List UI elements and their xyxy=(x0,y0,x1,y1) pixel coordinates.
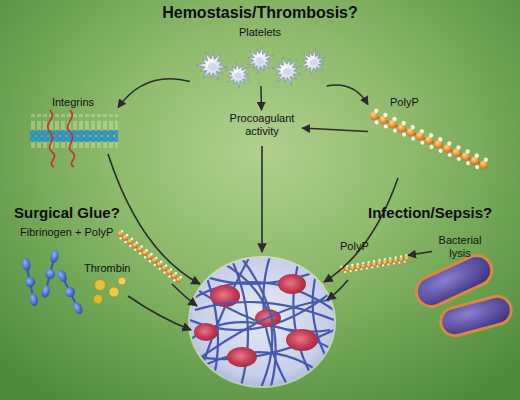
flow-arrow xyxy=(260,86,262,110)
fibrin-clot xyxy=(188,256,336,390)
flow-arrow xyxy=(327,85,368,105)
fibrinogen-molecules xyxy=(20,249,85,316)
node-text: Procoagulant activity xyxy=(222,112,302,138)
polyp-label: PolyP xyxy=(336,238,408,284)
node-text: Bacterial lysis xyxy=(432,234,488,260)
node-text: Platelets xyxy=(190,26,330,39)
bacteria xyxy=(411,251,514,339)
section-heading: Hemostasis/Thrombosis? xyxy=(0,4,520,22)
activity-label: Procoagulant activity xyxy=(222,110,302,142)
mixture-label: Fibrinogen + PolyP xyxy=(16,226,128,242)
node-text: PolyP xyxy=(390,96,503,109)
node-text: Integrins xyxy=(28,96,118,109)
flow-arrow xyxy=(302,128,368,131)
flow-arrow xyxy=(408,252,432,256)
section-heading: Surgical Glue? xyxy=(14,204,174,221)
thrombin-label: Thrombin xyxy=(84,262,136,278)
integrins-label: Integrins xyxy=(28,96,118,152)
platelets-label: Platelets xyxy=(190,26,330,86)
node-text: Thrombin xyxy=(84,262,136,275)
flow-arrows xyxy=(108,146,398,330)
flow-arrow xyxy=(118,79,190,108)
node-text: Fibrinogen + PolyP xyxy=(20,226,128,239)
node-text: PolyP xyxy=(340,240,408,253)
polyp-chain xyxy=(115,107,490,285)
polyp-label: PolyP xyxy=(368,96,503,174)
section-heading: Infection/Sepsis? xyxy=(368,204,518,221)
thrombin-molecules xyxy=(94,277,127,304)
cell-membrane xyxy=(30,110,118,167)
lysis-label: Bacterial lysis xyxy=(432,232,488,262)
platelet-cells xyxy=(195,41,329,91)
